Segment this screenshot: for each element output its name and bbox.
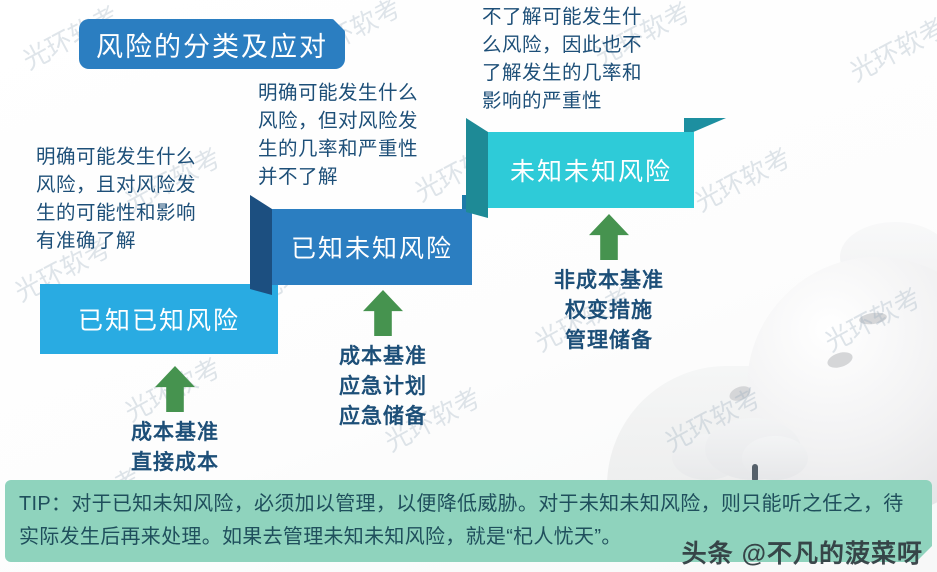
step-known-known: 已知已知风险	[40, 284, 278, 354]
step-description-2: 明确可能发生什么 风险，但对风险发 生的几率和严重性 并不了解	[258, 82, 419, 188]
step-description-1: 明确可能发生什么 风险，且对风险发 生的可能性和影响 有准确了解	[36, 146, 197, 252]
hill-shape	[607, 366, 937, 486]
step-description-3: 不了解可能发生什 么风险，因此也不 了解发生的几率和 影响的严重性	[482, 6, 643, 112]
cloud-shape	[840, 222, 937, 292]
planet-crater	[825, 349, 855, 371]
cloud-shape	[672, 434, 742, 480]
planet-crater	[858, 311, 888, 326]
tip-banner: TIP：对于已知未知风险，必须加以管理，以便降低威胁。对于未知未知风险，则只能听…	[5, 480, 932, 562]
step-fold-shape	[250, 195, 272, 295]
step-label-1: 已知已知风险	[40, 284, 278, 354]
sprout-shape	[752, 464, 758, 482]
arrow-group-3: 非成本基准 权变措施 管理储备	[534, 214, 684, 356]
step-label-3: 未知未知风险	[488, 132, 694, 208]
cloud-shape	[705, 418, 801, 480]
arrow-group-1: 成本基准 直接成本	[110, 366, 240, 478]
author-watermark: 头条 @不凡的菠菜呀	[681, 540, 923, 568]
up-arrow-icon	[155, 366, 195, 412]
up-arrow-icon	[589, 214, 629, 260]
step-fold-shape	[466, 118, 488, 218]
arrow-label-1: 成本基准 直接成本	[131, 421, 219, 474]
planet-crater	[727, 383, 753, 404]
watermark-text: 光环软考	[820, 283, 927, 359]
step-unknown-unknown: 未知未知风险	[466, 118, 726, 223]
cloud-shape	[742, 436, 808, 480]
tip-text: TIP：对于已知未知风险，必须加以管理，以便降低威胁。对于未知未知风险，则只能听…	[19, 493, 904, 548]
arrow-group-2: 成本基准 应急计划 应急储备	[318, 290, 448, 432]
planet-shape	[747, 257, 937, 517]
up-arrow-icon	[363, 290, 403, 336]
arrow-label-2: 成本基准 应急计划 应急储备	[339, 345, 427, 428]
watermark-text: 光环软考	[845, 13, 937, 89]
page-title: 风险的分类及应对	[79, 19, 345, 69]
leaf-shape	[751, 376, 768, 399]
step-label-2: 已知未知风险	[272, 209, 472, 285]
step-known-unknown: 已知未知风险	[250, 195, 502, 300]
step-tail-shape	[684, 118, 726, 136]
arrow-label-3: 非成本基准 权变措施 管理储备	[554, 269, 664, 352]
watermark-text: 光环软考	[660, 383, 767, 459]
leaf-shape	[776, 349, 804, 381]
watermark-text: 光环软考	[690, 143, 797, 219]
